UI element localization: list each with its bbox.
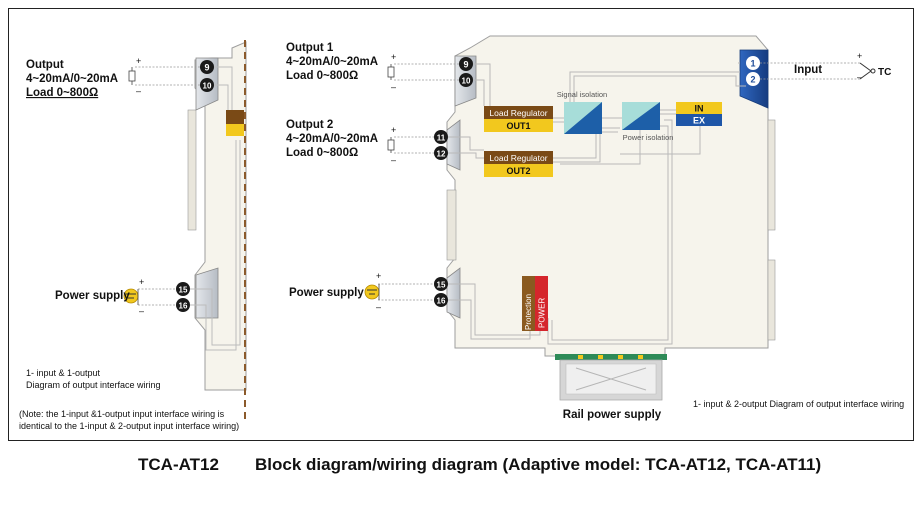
right-power-label: Power supply <box>289 287 364 299</box>
left-terminal-block-bottom <box>195 267 219 319</box>
left-module: 9 10 15 16 + – <box>19 40 247 431</box>
left-terminal-16-label: 16 <box>179 302 188 311</box>
right-input-plus: + <box>857 51 862 61</box>
right-terminal-15-label: 15 <box>437 281 446 290</box>
right-out2-load: Load 0~800Ω <box>286 147 358 159</box>
right-terminal-16[interactable]: 16 <box>434 293 448 307</box>
protection-label: Protection <box>524 294 533 330</box>
left-note-line1: 1- input & 1-output <box>26 368 101 378</box>
right-terminal-9-label: 9 <box>463 60 468 70</box>
right-terminal-12[interactable]: 12 <box>434 146 448 160</box>
right-out1-box: OUT1 <box>506 121 530 131</box>
right-terminal-11-label: 11 <box>437 134 446 143</box>
right-load-regulator-2: Load Regulator OUT2 <box>484 151 553 177</box>
right-out2-minus: – <box>391 155 396 165</box>
power-isolation-label: Power isolation <box>623 133 674 142</box>
left-note2-line2: identical to the 1-input & 2-output inpu… <box>19 421 239 431</box>
left-terminal-9-label: 9 <box>204 63 209 73</box>
right-terminal-1[interactable]: 1 <box>746 56 760 70</box>
right-out2-range: 4~20mA/0~20mA <box>286 133 378 145</box>
rail-connector <box>555 354 667 401</box>
right-out1-range: 4~20mA/0~20mA <box>286 56 378 68</box>
right-terminal-16-label: 16 <box>437 297 446 306</box>
input-excitation-block: IN EX <box>676 102 722 126</box>
right-out2-title: Output 2 <box>286 119 333 131</box>
left-terminal-16[interactable]: 16 <box>176 298 190 312</box>
right-input-minus: – <box>857 72 862 82</box>
left-power-plus: + <box>139 277 144 287</box>
right-terminal-11[interactable]: 11 <box>434 130 448 144</box>
right-power-source-icon <box>364 284 380 300</box>
right-terminal-10-label: 10 <box>462 77 471 86</box>
right-out1-minus: – <box>391 82 396 92</box>
right-tc-label: TC <box>878 67 891 78</box>
protection-power-block: Protection POWER <box>522 276 548 331</box>
right-out2-load-resistor <box>387 139 395 151</box>
left-note2-line1: (Note: the 1-input &1-output input inter… <box>19 409 225 419</box>
right-out1-title: Output 1 <box>286 42 334 54</box>
right-terminal-12-label: 12 <box>437 150 446 159</box>
left-out-indicator <box>226 124 244 136</box>
left-load-resistor <box>128 70 136 82</box>
right-terminal-2-label: 2 <box>750 75 755 85</box>
left-output-plus: + <box>136 56 141 66</box>
left-terminal-10[interactable]: 10 <box>200 78 214 92</box>
right-out2-plus: + <box>391 125 396 135</box>
rail-power-supply-label: Rail power supply <box>563 409 662 421</box>
power-isolation-block: Power isolation <box>622 102 673 142</box>
left-power-label: Power supply <box>55 290 130 302</box>
right-out1-plus: + <box>391 52 396 62</box>
right-power-plus: + <box>376 271 381 281</box>
thermocouple-icon <box>859 62 876 80</box>
left-output-title: Output <box>26 59 64 71</box>
left-terminal-9[interactable]: 9 <box>200 60 214 74</box>
right-terminal-10[interactable]: 10 <box>459 73 473 87</box>
left-terminal-15-label: 15 <box>179 286 188 295</box>
left-output-load: Load 0~800Ω <box>26 87 98 99</box>
right-housing <box>446 35 769 357</box>
signal-isolation-label: Signal isolation <box>557 90 607 99</box>
ex-box-label: EX <box>693 116 705 126</box>
right-terminal-15[interactable]: 15 <box>434 277 448 291</box>
right-terminal-9[interactable]: 9 <box>459 57 473 71</box>
right-load-regulator-2-label: Load Regulator <box>489 153 547 163</box>
signal-isolation-block: Signal isolation <box>557 90 607 134</box>
right-load-regulator-1-label: Load Regulator <box>489 108 547 118</box>
right-input-label: Input <box>794 64 822 76</box>
power-box-label: POWER <box>538 298 547 328</box>
left-terminal-15[interactable]: 15 <box>176 282 190 296</box>
in-box-label: IN <box>695 104 704 114</box>
right-out1-load: Load 0~800Ω <box>286 70 358 82</box>
right-terminal-2[interactable]: 2 <box>746 72 760 86</box>
right-power-minus: – <box>376 302 381 312</box>
caption-model: TCA-AT12 <box>138 455 219 474</box>
right-note: 1- input & 2-output Diagram of output in… <box>693 399 904 409</box>
right-terminal-1-label: 1 <box>750 59 755 69</box>
left-output-minus: – <box>136 86 141 96</box>
caption-title: Block diagram/wiring diagram (Adaptive m… <box>255 455 822 474</box>
left-note-line2: Diagram of output interface wiring <box>26 380 161 390</box>
left-load-regulator-indicator <box>226 110 244 124</box>
left-terminal-10-label: 10 <box>203 82 212 91</box>
right-out2-box: OUT2 <box>506 166 530 176</box>
left-output-range: 4~20mA/0~20mA <box>26 73 118 85</box>
right-module: 9 10 11 12 15 16 1 2 <box>286 35 904 421</box>
right-out1-load-resistor <box>387 66 395 78</box>
right-load-regulator-1: Load Regulator OUT1 <box>484 106 553 132</box>
left-power-source-icon <box>123 288 139 305</box>
left-power-minus: – <box>139 306 144 316</box>
